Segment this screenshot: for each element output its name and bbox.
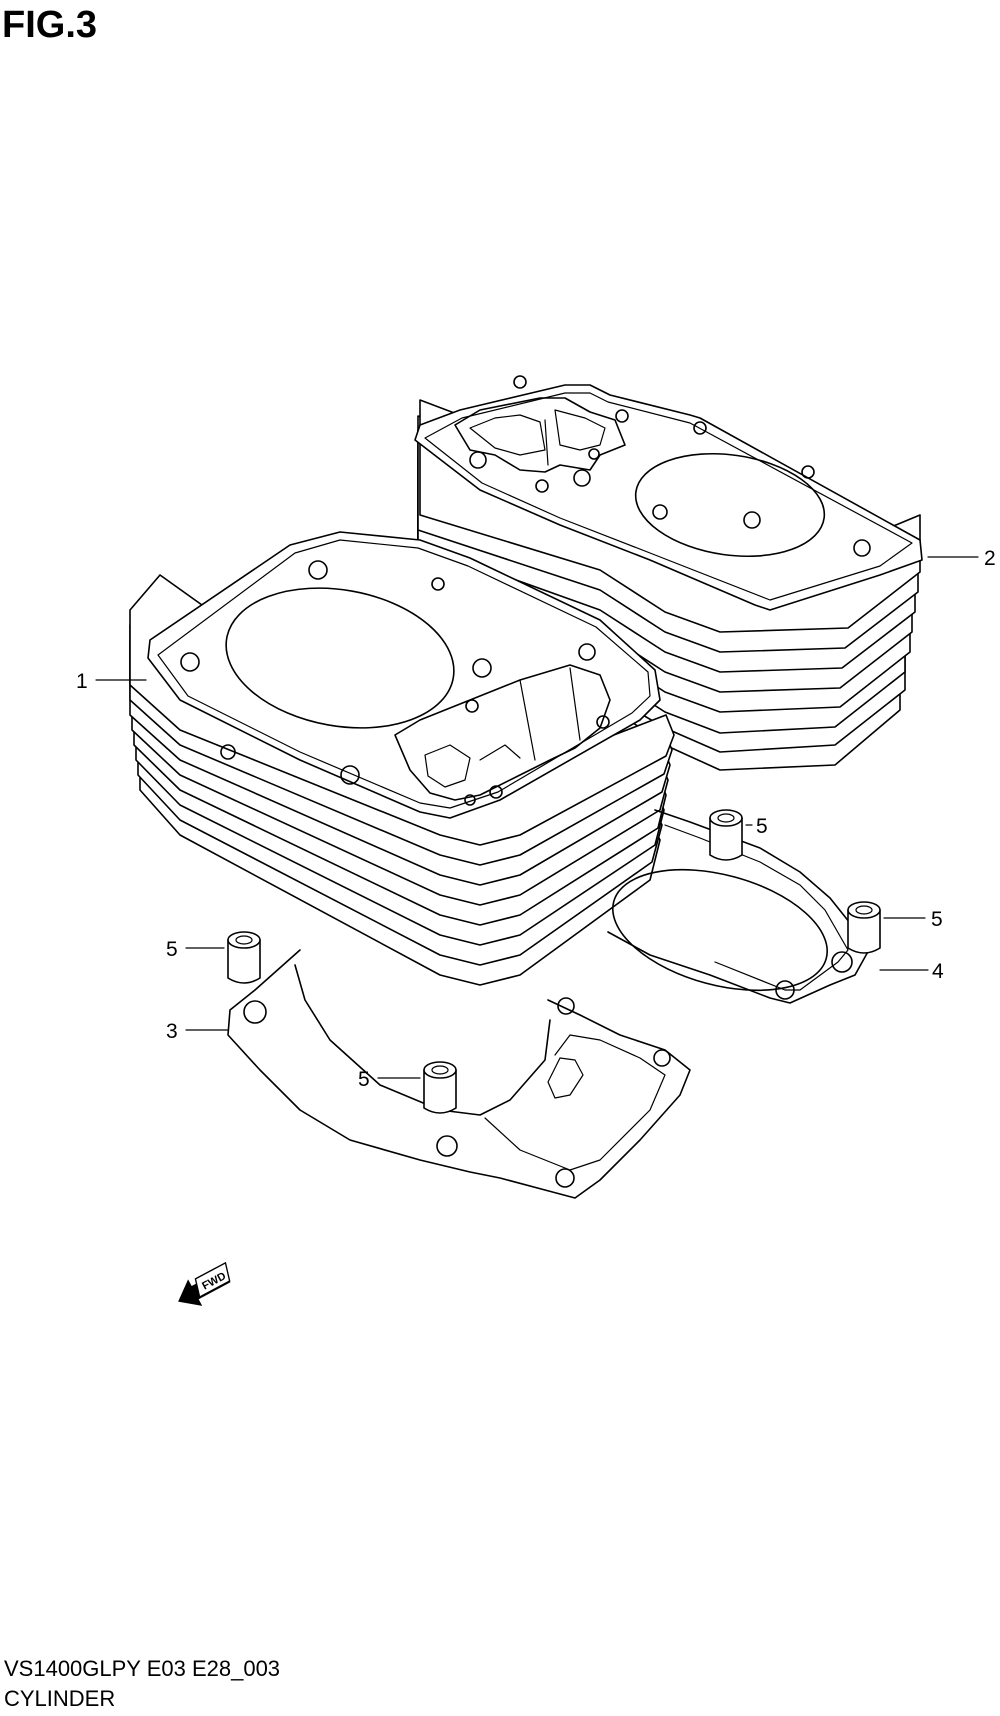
callout-5-b: 5 xyxy=(931,908,943,931)
footer-part-group: CYLINDER xyxy=(4,1686,116,1711)
dowel-pin-b xyxy=(847,901,881,954)
footer-model-code: VS1400GLPY E03 E28_003 xyxy=(4,1656,281,1681)
callout-2: 2 xyxy=(984,547,996,570)
callout-3: 3 xyxy=(166,1020,178,1043)
callout-leaders xyxy=(95,556,979,1079)
front-base-gasket xyxy=(227,949,691,1199)
fwd-arrow-icon: FWD xyxy=(178,1261,231,1306)
callout-1: 1 xyxy=(76,670,88,693)
callout-4: 4 xyxy=(932,960,944,983)
callout-5-d: 5 xyxy=(358,1068,370,1091)
front-cylinder xyxy=(129,531,675,986)
dowel-pin-d xyxy=(423,1061,457,1114)
dowel-pin-c xyxy=(227,931,261,984)
figure-label: FIG.3 xyxy=(2,4,98,46)
dowel-pin-a xyxy=(709,809,743,861)
rear-cylinder xyxy=(414,375,923,771)
callout-5-a: 5 xyxy=(756,815,768,838)
callout-5-c: 5 xyxy=(166,938,178,961)
